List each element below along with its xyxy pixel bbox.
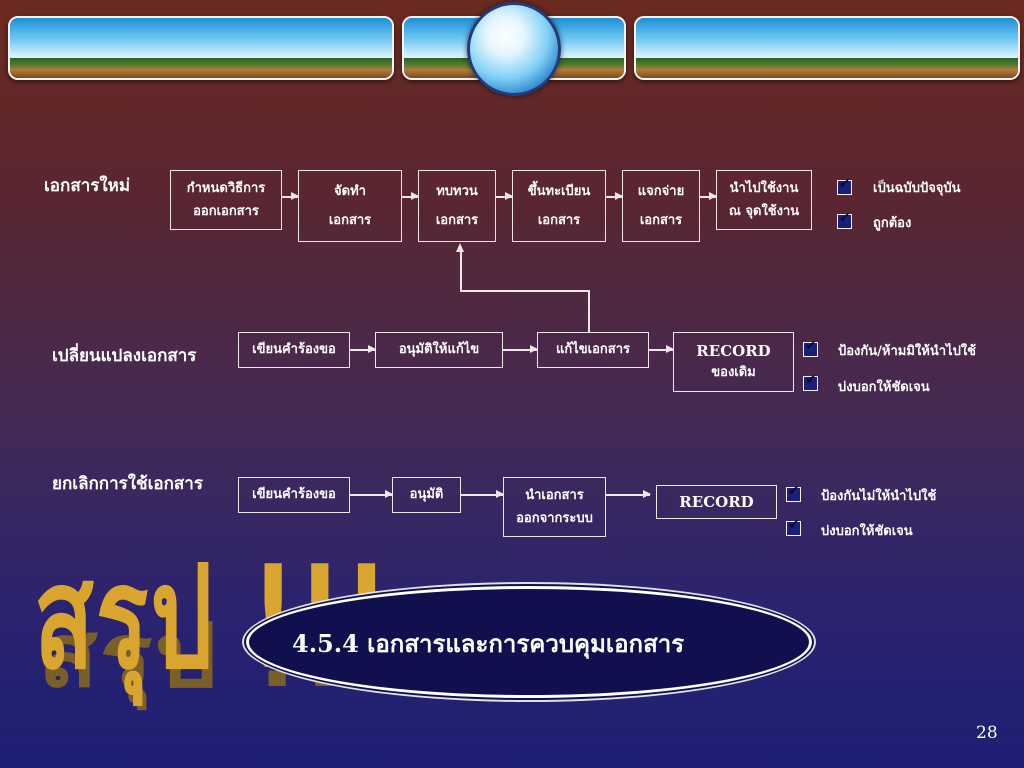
checkbox-icon: ✔ (786, 517, 801, 536)
step-text: นำเอกสาร (525, 487, 584, 503)
header-banner-left (8, 16, 394, 80)
step-text: RECORD (696, 342, 771, 360)
topic-oval (246, 586, 812, 698)
check-icon: ✔ (839, 210, 851, 226)
step-remove-from-system: นำเอกสาร ออกจากระบบ (503, 477, 606, 537)
step-text: ณ จุดใช้งาน (728, 203, 800, 219)
step-review: ทบทวน เอกสาร (418, 170, 496, 242)
step-text: จัดทำ (334, 183, 366, 199)
topic-title: 4.5.4 เอกสารและการควบคุมเอกสาร (292, 629, 685, 658)
step-write-request: เขียนคำร้องขอ (238, 332, 350, 368)
page-number: 28 (976, 723, 998, 743)
check-icon: ✔ (788, 517, 800, 533)
row-label-cancel-docs: ยกเลิกการใช้เอกสาร (52, 474, 203, 494)
header-banner-right (634, 16, 1020, 80)
step-text: ของเดิม (711, 365, 756, 380)
step-text: ออกเอกสาร (193, 203, 259, 219)
step-text: เขียนคำร้องขอ (252, 487, 336, 502)
flow-arrow (606, 193, 623, 199)
note-current-version: เป็นฉบับปัจจุบัน (873, 181, 961, 196)
note-correct: ถูกต้อง (873, 216, 912, 231)
feedback-connector-up (460, 252, 462, 291)
step-text: อนุมัติให้แก้ไข (398, 342, 480, 357)
feedback-connector-horizontal (460, 290, 589, 292)
flow-arrow (606, 491, 651, 497)
note-clearly-identify: บ่งบอกให้ชัดเจน (821, 524, 913, 539)
note-prevent-use: ป้องกันไม่ให้นำไปใช้ (821, 489, 937, 504)
flow-arrow (700, 193, 717, 199)
feedback-connector-vertical (588, 290, 590, 332)
step-text: ขึ้นทะเบียน (527, 183, 591, 199)
step-prepare: จัดทำ เอกสาร (298, 170, 402, 242)
step-text: ทบทวน (436, 183, 478, 199)
checkbox-icon: ✔ (786, 483, 801, 502)
flow-arrow (350, 491, 393, 497)
step-text: เอกสาร (435, 212, 479, 228)
flow-arrow (282, 193, 299, 199)
step-text: RECORD (679, 493, 754, 511)
flow-arrow (649, 346, 674, 352)
globe-icon (467, 2, 561, 96)
feedback-arrowhead (456, 243, 464, 252)
check-icon: ✔ (839, 176, 851, 192)
checkbox-icon: ✔ (837, 176, 852, 195)
check-icon: ✔ (805, 338, 817, 354)
flow-arrow (461, 491, 504, 497)
step-register: ขึ้นทะเบียน เอกสาร (512, 170, 606, 242)
step-approve: อนุมัติ (392, 477, 461, 513)
step-text: นำไปใช้งาน (729, 180, 799, 196)
step-text: แก้ไขเอกสาร (555, 342, 630, 357)
step-edit-document: แก้ไขเอกสาร (537, 332, 649, 368)
note-prevent-use: ป้องกัน/ห้ามมิให้นำไปใช้ (838, 344, 976, 359)
step-text: ออกจากระบบ (516, 510, 593, 526)
flow-arrow (402, 193, 419, 199)
checkbox-icon: ✔ (837, 210, 852, 229)
step-text: แจกจ่าย (637, 183, 685, 199)
step-write-request: เขียนคำร้องขอ (238, 477, 350, 513)
step-define-method: กำหนดวิธีการ ออกเอกสาร (170, 170, 282, 230)
check-icon: ✔ (788, 483, 800, 499)
checkbox-icon: ✔ (803, 372, 818, 391)
checkbox-icon: ✔ (803, 338, 818, 357)
step-text: อนุมัติ (409, 487, 444, 502)
step-text: เอกสาร (537, 212, 581, 228)
step-record: RECORD (656, 485, 777, 519)
step-text: เอกสาร (639, 212, 683, 228)
flow-arrow (496, 193, 513, 199)
flow-arrow (350, 346, 376, 352)
step-approve-edit: อนุมัติให้แก้ไข (375, 332, 503, 368)
note-clearly-identify: บ่งบอกให้ชัดเจน (838, 380, 930, 395)
check-icon: ✔ (805, 372, 817, 388)
step-record-original: RECORD ของเดิม (673, 332, 794, 392)
row-label-new-docs: เอกสารใหม่ (44, 176, 131, 196)
step-text: เขียนคำร้องขอ (252, 342, 336, 357)
row-label-change-docs: เปลี่ยนแปลงเอกสาร (52, 346, 197, 366)
step-text: กำหนดวิธีการ (186, 180, 266, 196)
flow-arrow (503, 346, 538, 352)
step-distribute: แจกจ่าย เอกสาร (622, 170, 700, 242)
step-use-at-point: นำไปใช้งาน ณ จุดใช้งาน (716, 170, 812, 230)
step-text: เอกสาร (328, 212, 372, 228)
